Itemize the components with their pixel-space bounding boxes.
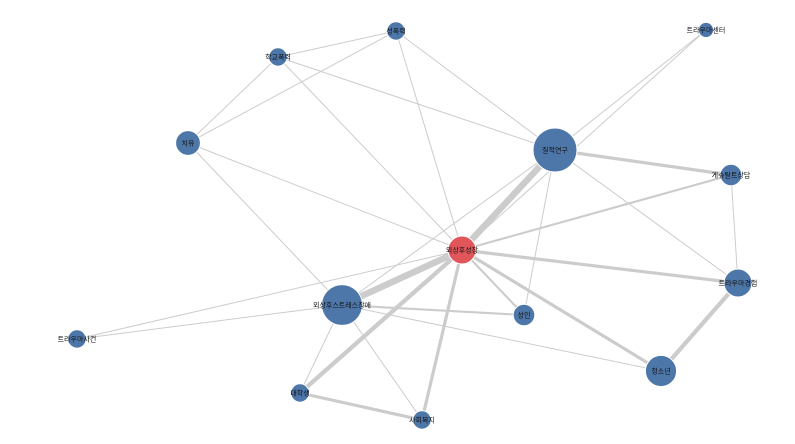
edge-n2-n6 (340, 303, 526, 317)
edges-layer (76, 29, 741, 422)
node-label: 성폭력 (386, 27, 405, 36)
node-label: 트라우마센터 (687, 26, 726, 35)
edge-n1-n13 (554, 29, 707, 151)
edge-n0-n8 (297, 247, 465, 396)
node-circle[interactable] (644, 354, 678, 388)
node-circle[interactable] (290, 383, 310, 403)
edge-n0-n11 (420, 248, 464, 422)
node-circle[interactable] (321, 284, 363, 326)
edge-n5-n10 (187, 30, 397, 144)
node-label: 외상후스트레스장애 (313, 301, 371, 310)
edge-n1-n9 (277, 56, 556, 151)
node-label: 대학생 (290, 389, 309, 398)
node-circle[interactable] (175, 130, 201, 156)
edge-n1-n2 (341, 149, 556, 306)
node-n9[interactable]: 학교폭력 (265, 47, 291, 67)
node-n6[interactable]: 성인 (512, 303, 536, 327)
node-circle[interactable] (268, 47, 288, 67)
edge-n0-n4 (460, 248, 740, 285)
node-circle[interactable] (719, 163, 743, 187)
node-circle[interactable] (412, 410, 432, 430)
node-label: 외상후성장 (446, 246, 479, 255)
node-circle[interactable] (697, 21, 715, 39)
node-circle[interactable] (512, 303, 536, 327)
node-label: 질적연구 (542, 146, 568, 155)
node-label: 치유 (182, 139, 195, 148)
edge-n0-n9 (277, 56, 463, 251)
node-label: 트라우마사건 (58, 335, 97, 344)
node-n5[interactable]: 치유 (175, 130, 201, 156)
edge-n9-n10 (277, 30, 397, 58)
edge-n8-n11 (298, 391, 424, 422)
edge-n4-n7 (730, 174, 739, 284)
node-n10[interactable]: 성폭력 (386, 21, 406, 41)
edge-n3-n4 (658, 280, 741, 374)
edge-n1-n7 (553, 148, 733, 177)
edge-n1-n10 (395, 30, 556, 151)
edge-n0-n3 (460, 248, 663, 373)
edge-n0-n1 (458, 146, 559, 254)
edge-n1-n4 (554, 149, 739, 284)
edge-n0-n5 (187, 142, 463, 251)
node-circle[interactable] (386, 21, 406, 41)
edge-n0-n2 (338, 246, 466, 309)
node-n11[interactable]: 사회복지 (409, 410, 435, 430)
node-circle[interactable] (67, 329, 87, 349)
edge-n2-n5 (187, 142, 343, 306)
node-circle[interactable] (532, 127, 578, 173)
node-label: 성인 (518, 311, 531, 320)
node-label: 게슈탈트상담 (712, 171, 751, 180)
node-n4[interactable]: 트라우마경험 (719, 268, 758, 298)
node-circle[interactable] (447, 235, 477, 265)
node-n7[interactable]: 게슈탈트상담 (712, 163, 751, 187)
edge-n0-n7 (460, 173, 733, 252)
edge-n2-n12 (76, 304, 343, 340)
edge-n0-n12 (76, 249, 463, 340)
node-n3[interactable]: 청소년 (644, 354, 678, 388)
edge-n5-n9 (187, 56, 279, 144)
edge-n1-n6 (523, 149, 556, 316)
node-circle[interactable] (723, 268, 753, 298)
edge-n2-n11 (341, 304, 423, 421)
node-label: 사회복지 (409, 416, 435, 425)
node-n12[interactable]: 트라우마사건 (58, 329, 97, 349)
edge-n2-n3 (341, 304, 662, 372)
edge-n0-n6 (460, 248, 526, 317)
node-label: 트라우마경험 (719, 279, 758, 288)
node-label: 학교폭력 (265, 53, 291, 62)
node-n0[interactable]: 외상후성장 (446, 235, 479, 265)
node-label: 청소년 (651, 367, 670, 376)
node-n2[interactable]: 외상후스트레스장애 (313, 284, 371, 326)
node-n8[interactable]: 대학생 (290, 383, 310, 403)
edge-n13-n0 (461, 29, 707, 251)
node-n1[interactable]: 질적연구 (532, 127, 578, 173)
node-n13[interactable]: 트라우마센터 (687, 21, 726, 39)
edge-n0-n10 (395, 30, 463, 251)
